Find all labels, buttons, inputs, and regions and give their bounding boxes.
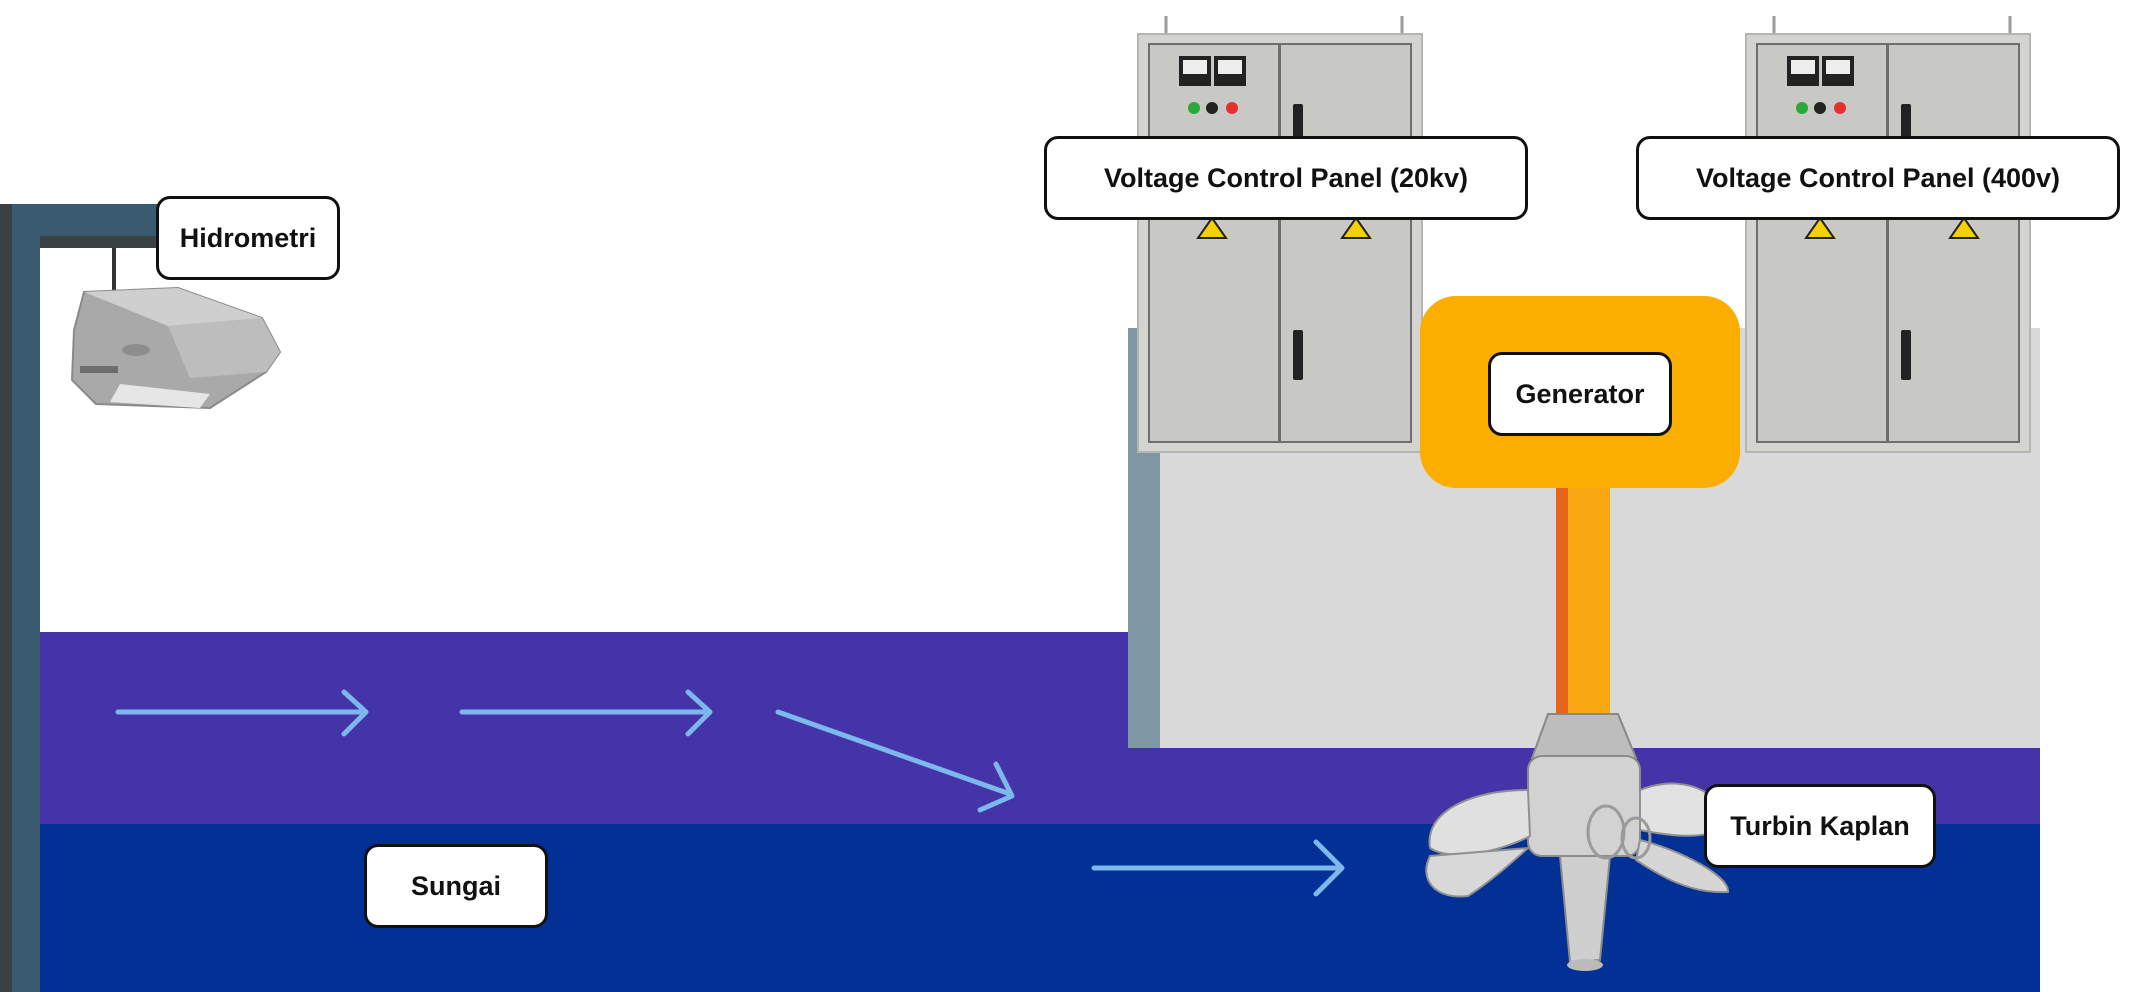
panel-400v-label: Voltage Control Panel (400v) <box>1636 136 2120 220</box>
hydrometer-sensor-icon <box>70 286 282 410</box>
control-panel-400v <box>1745 16 2031 453</box>
kaplan-turbine-icon <box>1425 713 1729 971</box>
flow-arrow-icon <box>1091 839 1345 897</box>
flow-arrow-icon <box>775 709 1015 813</box>
hidrometri-label: Hidrometri <box>156 196 340 280</box>
high-voltage-warning-icon <box>1804 216 1980 239</box>
flow-arrow-icon <box>459 689 713 737</box>
turbine-shaft <box>1556 488 1610 714</box>
turbin-kaplan-label: Turbin Kaplan <box>1704 784 1936 868</box>
control-panel-20kv <box>1137 16 1423 453</box>
electrical-cabinet-icon <box>1745 16 2031 453</box>
panel-20kv-label: Voltage Control Panel (20kv) <box>1044 136 1528 220</box>
electrical-cabinet-icon <box>1137 16 1423 453</box>
generator-label: Generator <box>1488 352 1672 436</box>
hydrometry-post <box>0 204 170 992</box>
flow-arrow-icon <box>115 689 369 737</box>
flow-arrows <box>115 689 1345 897</box>
sungai-label: Sungai <box>364 844 548 928</box>
lower-water <box>0 824 2040 992</box>
high-voltage-warning-icon <box>1196 216 1372 239</box>
